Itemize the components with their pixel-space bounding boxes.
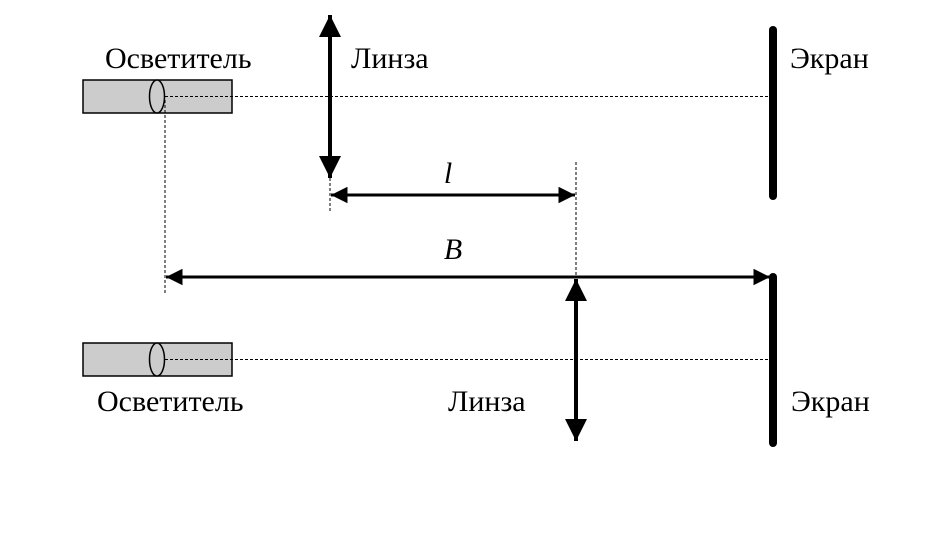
dimensions: l B [164, 100, 770, 295]
illuminator-bottom [82, 342, 233, 377]
screen-bottom-label: Экран [791, 385, 870, 418]
illuminator-top-label: Осветитель [105, 42, 252, 75]
illuminator-top [82, 79, 233, 114]
illuminator-bottom-label: Осветитель [97, 385, 244, 418]
lens-bottom-label: Линза [448, 385, 526, 418]
dimension-l-label: l [444, 157, 452, 190]
dimension-B-label: B [444, 233, 462, 266]
screen-top-label: Экран [790, 42, 869, 75]
lens-top-label: Линза [351, 42, 429, 75]
top-setup: Осветитель Линза Экран [82, 14, 869, 200]
bottom-setup: Осветитель Линза Экран [82, 273, 870, 447]
